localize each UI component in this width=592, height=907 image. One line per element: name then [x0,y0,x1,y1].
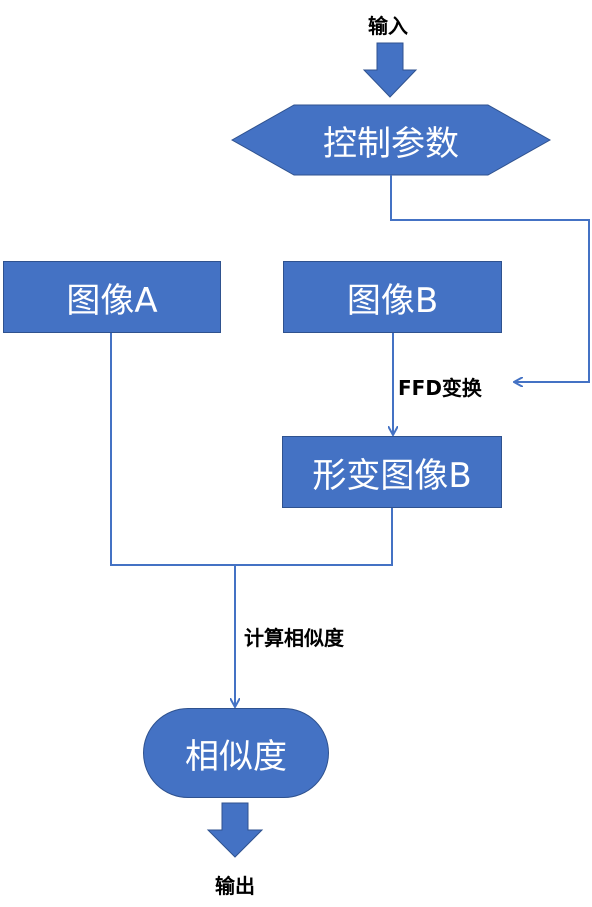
connector-deformed-merge [235,508,393,566]
deformed-image-b-text: 形变图像B [312,455,472,496]
control-params-hexagon [230,104,552,176]
input-block-arrow [362,42,418,98]
image-b-text: 图像B [346,280,439,321]
control-params-text: 控制参数 [323,123,459,164]
similarity-text: 相似度 [185,736,287,777]
similarity-node: 相似度 [143,708,329,798]
control-params-node: 控制参数 [232,105,550,175]
ffd-transform-label: FFD变换 [398,376,482,400]
image-b-node: 图像B [283,261,502,333]
image-a-node: 图像A [3,261,221,333]
output-block-arrow [206,802,264,858]
compute-similarity-label: 计算相似度 [244,626,344,650]
input-label: 输入 [368,14,408,38]
connector-control-to-ffd [390,175,590,382]
image-a-text: 图像A [66,280,158,321]
deformed-image-b-node: 形变图像B [282,436,502,508]
output-label: 输出 [215,874,255,898]
connector-imagea-merge [110,333,235,566]
